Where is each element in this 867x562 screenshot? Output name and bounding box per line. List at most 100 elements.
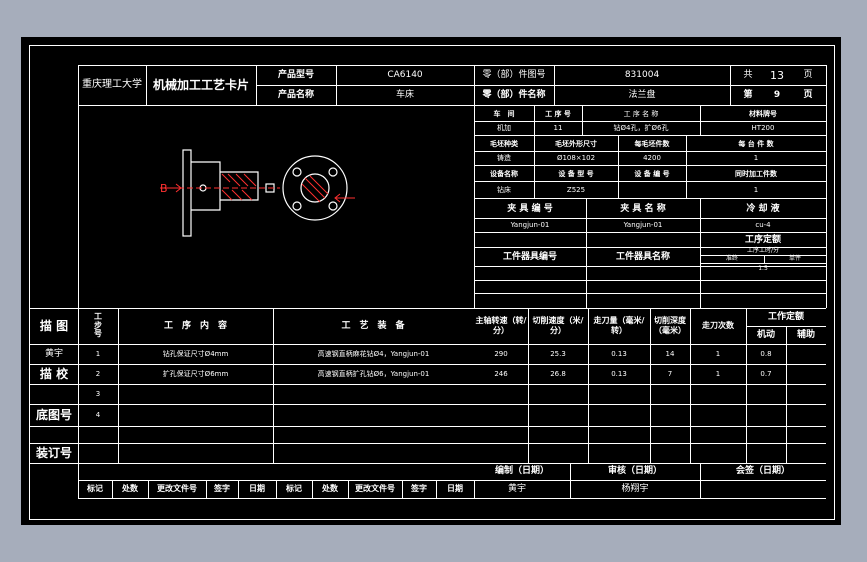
cell-machine: 0.8 — [760, 349, 772, 358]
cell-feed — [588, 404, 650, 426]
grid-line — [256, 85, 826, 86]
rev-label: 日期 — [249, 484, 265, 493]
page-no: 9 — [773, 89, 781, 100]
grid-line — [474, 232, 826, 233]
end-view-bore — [300, 173, 330, 203]
cell-aux — [786, 384, 826, 404]
cell-content — [118, 384, 273, 404]
hub-body — [191, 161, 221, 211]
cell-equipment: 高速钢直柄麻花钻Ø4，Yangjun-01 — [317, 349, 430, 358]
section-hatch — [221, 173, 257, 201]
grid-line — [78, 65, 826, 66]
cell-depth — [650, 404, 690, 426]
cell-content: 钻孔保证尺寸Ø4mm — [162, 349, 229, 358]
cell-depth — [650, 384, 690, 404]
grid-line — [826, 65, 827, 308]
rev-label: 处数 — [322, 484, 338, 493]
product-model-value: CA6140 — [387, 69, 423, 80]
col-speed: 切削速度（米/分） — [532, 316, 584, 335]
col-step: 工步号 — [94, 311, 102, 339]
cell-depth: 14 — [665, 349, 675, 358]
reviewer-name: 杨翔宇 — [621, 483, 649, 494]
cell-passes — [690, 384, 746, 404]
workshop-label: 车 间 — [493, 109, 515, 118]
material-value: HT200 — [751, 123, 775, 132]
section-label: B — [160, 182, 168, 195]
equip-no-value — [618, 182, 686, 198]
blank-qty-value: 4200 — [643, 153, 661, 162]
total-pages: 13 — [770, 68, 784, 82]
side-label-base-drawing: 底图号 — [35, 408, 72, 422]
grid-line — [650, 308, 651, 463]
part-name-label: 零（部）件名称 — [482, 89, 546, 100]
grid-line — [474, 198, 826, 199]
rev-label: 标记 — [286, 484, 302, 493]
end-view-arrow — [334, 193, 355, 203]
flange-plate — [182, 149, 192, 237]
cell-step: 1 — [95, 349, 101, 358]
blank-qty-label: 每毛坯件数 — [634, 139, 670, 148]
part-no-label: 零（部）件图号 — [482, 69, 546, 80]
cell-spindle — [474, 404, 528, 426]
cell-aux — [786, 364, 826, 384]
cell-aux — [786, 344, 826, 364]
grid-line — [273, 308, 274, 463]
grid-line — [78, 65, 79, 308]
station-tool-no-label: 工件器具编号 — [502, 251, 557, 262]
cell-spindle: 290 — [494, 349, 508, 358]
blank-size-label: 毛坯外形尺寸 — [555, 139, 597, 148]
rev-label: 签字 — [214, 484, 230, 493]
grid-line — [118, 308, 119, 463]
unit-label: 单件 — [788, 255, 801, 262]
fixture-name-label: 夹 具 名 称 — [620, 203, 666, 214]
school-name: 重庆理工大学 — [82, 79, 142, 90]
cell-machine: 0.7 — [760, 369, 772, 378]
grid-line — [474, 151, 826, 152]
grid-line — [256, 65, 257, 105]
grid-line — [700, 263, 826, 264]
grid-line — [700, 463, 701, 498]
material-label: 材料牌号 — [749, 109, 777, 118]
grid-line — [618, 135, 619, 198]
bolt-hole — [292, 201, 302, 211]
side-label-check: 描 校 — [39, 367, 69, 381]
grid-line — [528, 308, 529, 463]
grid-line — [78, 308, 79, 498]
grid-line — [534, 105, 535, 198]
total-label: 共 — [743, 69, 753, 80]
op-name-value: 钻Ø4孔，扩Ø6孔 — [613, 123, 669, 132]
grid-line — [690, 308, 691, 463]
bolt-hole — [292, 167, 302, 177]
grid-line — [402, 480, 403, 498]
cell-depth: 7 — [667, 369, 673, 378]
coolant-value: cu-4 — [755, 220, 771, 229]
col-feed: 走刀量（毫米/转） — [593, 316, 645, 335]
cell-equipment — [273, 384, 474, 404]
cell-feed — [588, 384, 650, 404]
grid-line — [238, 480, 239, 498]
col-aux: 辅助 — [796, 329, 815, 340]
page-label: 第 — [743, 89, 753, 100]
grid-line — [78, 480, 826, 481]
total-unit: 页 — [803, 69, 813, 80]
grid-line — [786, 326, 787, 463]
part-name-value: 法兰盘 — [628, 89, 656, 100]
cell-step: 2 — [95, 369, 101, 378]
equip-model-value: Z525 — [566, 185, 586, 194]
grid-line — [276, 480, 277, 498]
shaft-section — [220, 171, 259, 201]
cell-passes — [690, 404, 746, 426]
review-label: 审核（日期） — [607, 466, 662, 476]
grid-line — [348, 480, 349, 498]
grid-line — [746, 308, 747, 463]
grid-line — [474, 121, 826, 122]
cell-machine — [746, 404, 786, 426]
drawing-frame — [29, 45, 835, 520]
cell-speed — [528, 384, 588, 404]
grid-line — [474, 480, 475, 498]
cell-equipment: 高速钢直柄扩孔钻Ø6，Yangjun-01 — [317, 369, 430, 378]
grid-line — [474, 65, 475, 308]
workshop-value: 机加 — [497, 123, 511, 132]
grid-line — [436, 480, 437, 498]
product-name-label: 产品名称 — [277, 89, 314, 100]
